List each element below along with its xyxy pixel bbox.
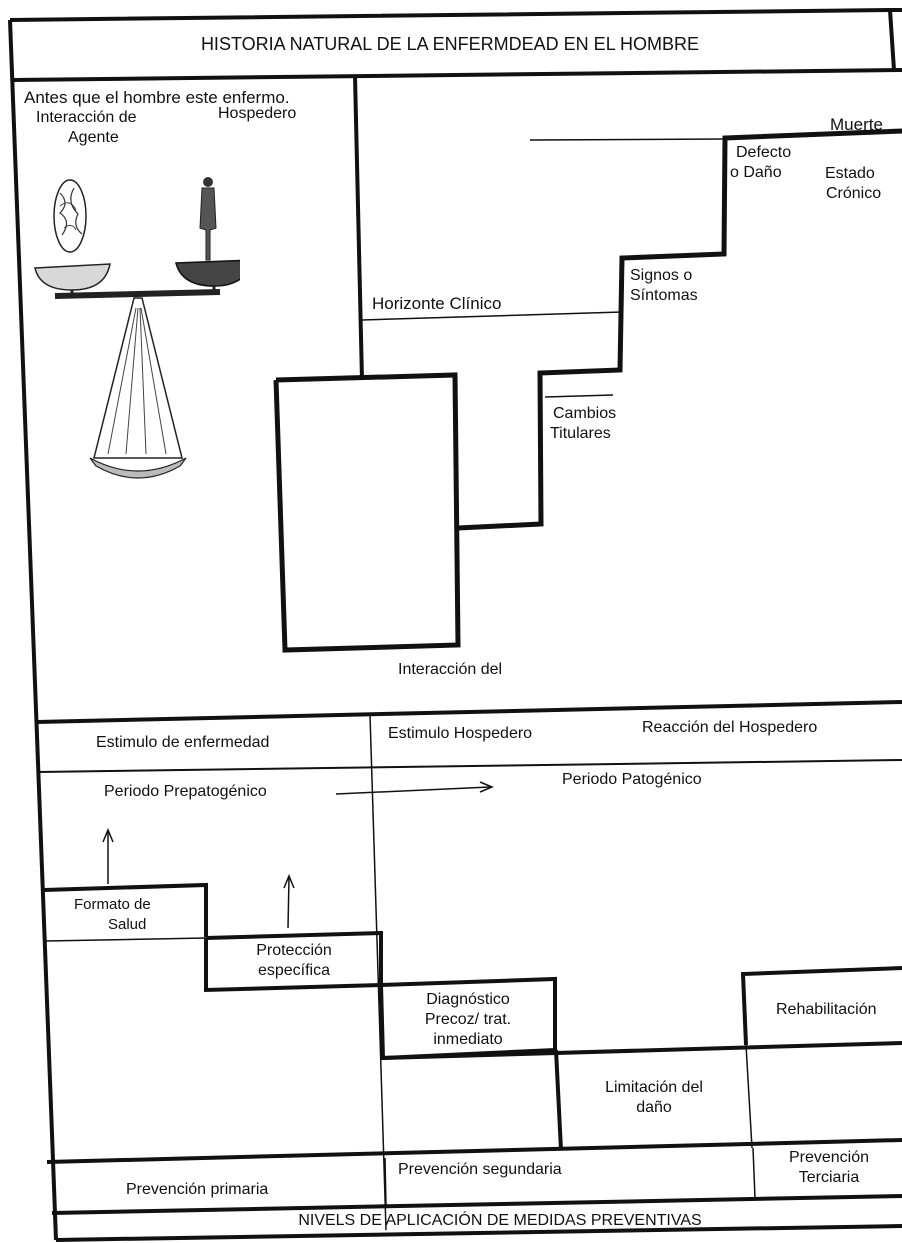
scale-stand — [93, 297, 183, 459]
period-divider — [369, 714, 387, 1231]
diagram-title: HISTORIA NATURAL DE LA ENFERMDEAD EN EL … — [200, 34, 700, 54]
period-arrow-shaft — [335, 786, 491, 795]
balance-scale-illustration — [34, 177, 240, 479]
level-limitacion-left — [554, 1049, 563, 1151]
specific-protection-label-2: específica — [257, 962, 331, 979]
titular-changes-label-2: Titulares — [550, 425, 611, 442]
patogenic-period-label: Periodo Patogénico — [562, 771, 702, 788]
stimulus-row-top — [36, 700, 902, 724]
specific-protection-label-1: Protección — [256, 942, 332, 959]
scale-base — [89, 457, 187, 479]
damage-limitation-label-2: daño — [636, 1099, 672, 1116]
prevention-divider-1 — [384, 1157, 387, 1207]
agent-figure — [53, 179, 87, 253]
early-diagnosis-label-3: inmediato — [433, 1031, 503, 1048]
early-diagnosis-label-2: Precoz/ trat. — [424, 1011, 512, 1028]
up-arrow-2-shaft — [287, 877, 290, 929]
stimulus-host-label: Estimulo Hospedero — [388, 725, 533, 742]
health-promotion-label-1: Formato de — [74, 896, 151, 913]
stimulus-row-bottom — [37, 759, 902, 773]
title-divider — [11, 68, 902, 82]
outer-frame-right-top — [888, 9, 896, 71]
footer-title: NIVELS DE APLICACIÓN DE MEDIDAS PREVENTI… — [298, 1212, 702, 1229]
outer-frame-top — [9, 8, 902, 22]
chronic-label-2: Crónico — [826, 185, 882, 202]
clinical-horizon-line — [361, 311, 623, 321]
level-formato — [43, 882, 208, 937]
level-formato-base — [45, 937, 207, 942]
level-base-line — [382, 1041, 902, 1060]
stimulus-disease-label: Estimulo de enfermedad — [96, 734, 270, 751]
scale-beam — [54, 289, 221, 299]
level-rehabilitacion — [740, 966, 902, 1046]
right-pan — [175, 259, 240, 287]
level-diagnostico — [379, 976, 557, 1061]
early-diagnosis-label-1: Diagnóstico — [426, 991, 510, 1008]
defect-label-1: Defecto — [736, 144, 792, 161]
tertiary-prevention-label-2: Terciaria — [798, 1169, 860, 1186]
death-label: Muerte — [830, 115, 883, 134]
prepatogenic-period-label: Periodo Prepatogénico — [104, 783, 267, 800]
host-figure — [199, 177, 217, 261]
level-terciaria-left — [745, 1044, 753, 1149]
signs-label-1: Signos o — [630, 267, 693, 284]
footer-bottom — [55, 1224, 902, 1242]
left-pan — [34, 263, 111, 291]
interaction-label: Interacción del — [398, 661, 503, 678]
titular-changes-label-1: Cambios — [553, 405, 617, 422]
secondary-prevention-label: Prevención segundaria — [398, 1161, 562, 1178]
death-line — [529, 138, 726, 141]
prevention-divider-2 — [752, 1147, 756, 1199]
top-left-heading: Antes que el hombre este enfermo. — [24, 88, 290, 107]
tertiary-prevention-label-1: Prevención — [788, 1149, 870, 1166]
prevention-row-top — [46, 1138, 902, 1164]
primary-prevention-label: Prevención primaria — [126, 1181, 269, 1198]
scale-stand-ribs — [107, 307, 167, 455]
disease-stairs — [457, 128, 902, 531]
signs-label-2: Síntomas — [630, 287, 698, 304]
host-reaction-label: Reacción del Hospedero — [642, 719, 818, 736]
chronic-label-1: Estado — [825, 165, 875, 182]
clinical-horizon-label: Horizonte Clínico — [372, 294, 502, 313]
period-arrow-head — [479, 781, 494, 793]
rehabilitation-label: Rehabilitación — [776, 1001, 877, 1018]
agent-label-2: Agente — [68, 129, 119, 146]
up-arrow-2-head — [283, 874, 295, 889]
damage-limitation-label-1: Limitación del — [605, 1079, 703, 1096]
interaction-box — [273, 372, 461, 653]
prevention-row-bottom — [51, 1194, 902, 1215]
titular-changes-line — [544, 394, 614, 398]
host-label: Hospedero — [218, 105, 297, 122]
up-arrow-1-head — [102, 828, 114, 843]
agent-label-1: Interacción de — [36, 109, 137, 126]
top-left-panel-divider — [353, 75, 364, 381]
outer-frame-left — [8, 19, 58, 1241]
health-promotion-label-2: Salud — [108, 916, 147, 933]
defect-label-2: o Daño — [730, 164, 782, 181]
